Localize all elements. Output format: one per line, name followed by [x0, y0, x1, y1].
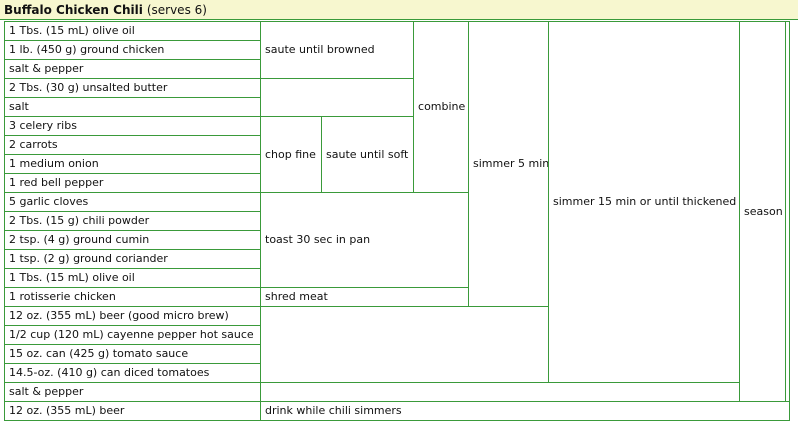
step-simmer-15: simmer 15 min or until thickened — [548, 21, 741, 383]
ingredient-cell: 2 Tbs. (30 g) unsalted butter — [4, 78, 261, 98]
ingredient-cell: 2 tsp. (4 g) ground cumin — [4, 230, 261, 250]
ingredient-cell: 1 medium onion — [4, 154, 261, 174]
ingredient-cell: 1 lb. (450 g) ground chicken — [4, 40, 261, 60]
ingredient-cell: salt — [4, 97, 261, 117]
step-drink-beer: drink while chili simmers — [259, 401, 791, 421]
step-saute-soft: saute until soft — [320, 116, 415, 193]
ingredient-cell: 1 rotisserie chicken — [4, 287, 261, 307]
step-chop-fine: chop fine — [260, 116, 322, 193]
ingredient-cell: 2 Tbs. (15 g) chili powder — [4, 211, 261, 231]
ingredient-cell: 1 Tbs. (15 mL) olive oil — [4, 268, 261, 288]
ingredient-cell: 14.5-oz. (410 g) can diced tomatoes — [4, 363, 261, 383]
recipe-steps-table: 1 Tbs. (15 mL) olive oil saute until bro… — [4, 21, 791, 421]
ingredient-cell: 1 tsp. (2 g) ground coriander — [4, 249, 261, 269]
serving-count: (serves 6) — [146, 3, 207, 17]
ingredient-cell: 1 Tbs. (15 mL) olive oil — [4, 21, 261, 41]
ingredient-cell: 1 red bell pepper — [4, 173, 261, 193]
recipe-header: Buffalo Chicken Chili(serves 6) — [0, 0, 798, 20]
season-gutter — [785, 21, 791, 402]
ingredient-cell: 12 oz. (355 mL) beer — [4, 401, 261, 421]
ingredient-cell: 15 oz. can (425 g) tomato sauce — [4, 344, 261, 364]
empty-step-cell — [259, 306, 550, 383]
step-shred-meat: shred meat — [259, 287, 470, 307]
step-combine: combine — [413, 21, 470, 193]
ingredient-cell: 1/2 cup (120 mL) cayenne pepper hot sauc… — [4, 325, 261, 345]
step-saute-browned: saute until browned — [259, 21, 415, 79]
ingredient-cell: salt & pepper — [4, 382, 261, 402]
empty-step-cell — [259, 78, 415, 117]
step-season: season — [739, 21, 787, 402]
step-simmer-5: simmer 5 min — [468, 21, 550, 307]
recipe-title: Buffalo Chicken Chili — [4, 3, 143, 17]
ingredient-cell: 3 celery ribs — [4, 116, 261, 136]
ingredient-cell: 2 carrots — [4, 135, 261, 155]
step-toast: toast 30 sec in pan — [259, 192, 470, 288]
ingredient-cell: 5 garlic cloves — [4, 192, 261, 212]
empty-step-cell — [259, 382, 741, 402]
ingredient-cell: salt & pepper — [4, 59, 261, 79]
ingredient-cell: 12 oz. (355 mL) beer (good micro brew) — [4, 306, 261, 326]
